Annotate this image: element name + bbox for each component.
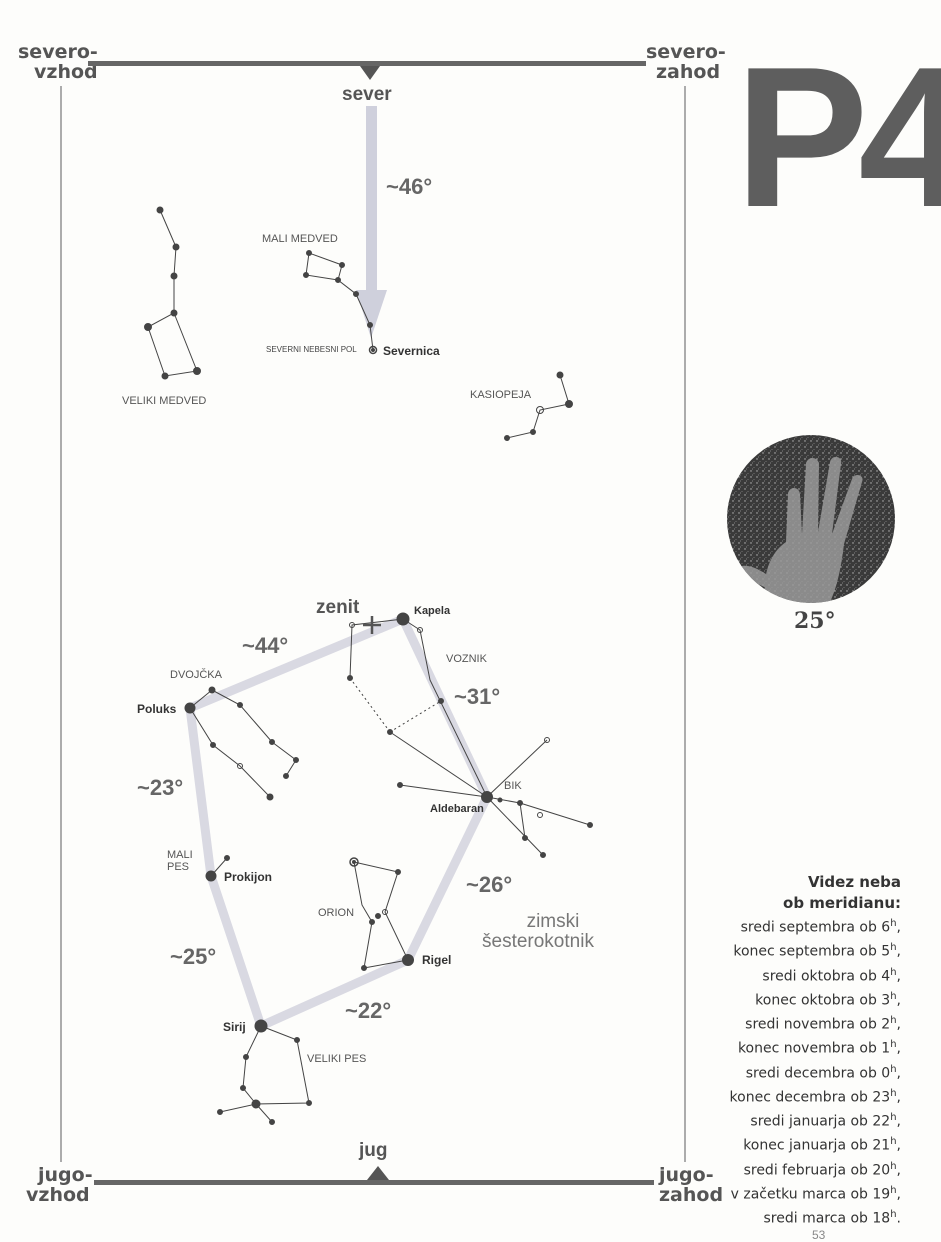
meridian-time-hour-mark: h <box>890 1064 896 1075</box>
info-title-2: ob meridianu: <box>681 893 901 914</box>
meridian-time-text: sredi februarja ob 20 <box>744 1162 891 1178</box>
meridian-time-text: sredi novembra ob 2 <box>745 1017 890 1033</box>
label-veliki-pes: VELIKI PES <box>307 1053 366 1065</box>
label-poluks: Poluks <box>137 702 176 716</box>
label-severnica: Severnica <box>383 344 440 358</box>
page-number: 53 <box>812 1228 825 1242</box>
meridian-info: Videz neba ob meridianu: sredi septembra… <box>681 872 901 1229</box>
meridian-time-text: konec novembra ob 1 <box>738 1041 890 1057</box>
label-sirij: Sirij <box>223 1020 246 1034</box>
meridian-time-text: konec septembra ob 5 <box>733 944 890 960</box>
meridian-time-row: sredi novembra ob 2h, <box>681 1011 901 1035</box>
meridian-time-row: konec oktobra ob 3h, <box>681 987 901 1011</box>
taurus <box>398 738 593 858</box>
meridian-time-hour-mark: h <box>890 1112 896 1123</box>
label-mali-medved: MALI MEDVED <box>262 233 338 245</box>
frame-top-bar <box>88 61 646 66</box>
north-arrow-head <box>356 290 387 338</box>
meridian-time-hour-mark: h <box>890 942 896 953</box>
meridian-time-hour-mark: h <box>890 1185 896 1196</box>
angle-rigel-sirij: ~22° <box>345 998 391 1024</box>
label-kasiopeja: KASIOPEJA <box>470 389 531 401</box>
meridian-time-hour-mark: h <box>890 1136 896 1147</box>
north-label: sever <box>342 84 392 106</box>
meridian-time-row: sredi septembra ob 6h, <box>681 914 901 938</box>
meridian-time-hour-mark: h <box>890 1161 896 1172</box>
meridian-time-text: sredi oktobra ob 4 <box>762 968 890 984</box>
meridian-time-row: konec januarja ob 21h, <box>681 1132 901 1156</box>
meridian-time-text: sredi septembra ob 6 <box>741 920 891 936</box>
meridian-time-row: konec novembra ob 1h, <box>681 1035 901 1059</box>
label-voznik: VOZNIK <box>446 653 487 665</box>
south-label: jug <box>359 1140 388 1162</box>
meridian-time-text: konec oktobra ob 3 <box>755 992 890 1008</box>
big-dipper <box>145 207 201 379</box>
meridian-time-row: sredi marca ob 18h. <box>681 1205 901 1229</box>
north-arrow-shaft <box>366 106 377 306</box>
meridian-time-row: sredi januarja ob 22h, <box>681 1108 901 1132</box>
meridian-time-row: sredi decembra ob 0h, <box>681 1060 901 1084</box>
meridian-time-hour-mark: h <box>890 967 896 978</box>
meridian-time-hour-mark: h <box>890 1088 896 1099</box>
meridian-time-row: v začetku marca ob 19h, <box>681 1181 901 1205</box>
meridian-time-row: konec septembra ob 5h, <box>681 938 901 962</box>
label-prokijon: Prokijon <box>224 870 272 884</box>
meridian-time-hour-mark: h <box>890 991 896 1002</box>
north-marker-triangle <box>360 66 380 80</box>
label-dvojcka: DVOJČKA <box>170 669 222 681</box>
label-bik: BIK <box>504 780 522 792</box>
info-title-1: Videz neba <box>681 872 901 893</box>
meridian-time-row: sredi oktobra ob 4h, <box>681 963 901 987</box>
zenith-label: zenit <box>316 597 359 619</box>
frame-bottom-bar <box>94 1180 654 1185</box>
meridian-time-row: sredi februarja ob 20h, <box>681 1157 901 1181</box>
angle-kapela-aldebaran: ~31° <box>454 684 500 710</box>
label-kapela: Kapela <box>414 605 450 617</box>
label-celestial-pole: SEVERNI NEBESNI POL <box>266 345 357 354</box>
meridian-time-text: v začetku marca ob 19 <box>731 1186 891 1202</box>
meridian-time-text: sredi januarja ob 22 <box>750 1114 890 1130</box>
meridian-time-text: sredi marca ob 18 <box>764 1211 891 1227</box>
angle-aldebaran-rigel: ~26° <box>466 872 512 898</box>
meridian-time-text: konec januarja ob 21 <box>743 1138 890 1154</box>
label-rigel: Rigel <box>422 953 451 967</box>
label-veliki-medved: VELIKI MEDVED <box>122 395 206 407</box>
meridian-time-hour-mark: h <box>890 1039 896 1050</box>
angle-north-pole: ~46° <box>386 174 432 200</box>
meridian-time-text: konec decembra ob 23 <box>730 1089 891 1105</box>
angle-poluks-prokijon: ~23° <box>137 775 183 801</box>
south-marker-triangle <box>367 1166 389 1180</box>
label-orion: ORION <box>318 907 354 919</box>
meridian-time-hour-mark: h <box>890 1015 896 1026</box>
cassiopeia <box>505 372 573 441</box>
label-aldebaran: Aldebaran <box>430 803 484 815</box>
meridian-time-text: sredi decembra ob 0 <box>746 1065 891 1081</box>
orion <box>350 858 414 971</box>
angle-kapela-poluks: ~44° <box>242 633 288 659</box>
meridian-time-hour-mark: h <box>890 918 896 929</box>
meridian-time-hour-mark: h <box>890 1209 896 1220</box>
canis-major <box>218 1020 312 1125</box>
meridian-time-row: konec decembra ob 23h, <box>681 1084 901 1108</box>
angle-prokijon-sirij: ~25° <box>170 944 216 970</box>
